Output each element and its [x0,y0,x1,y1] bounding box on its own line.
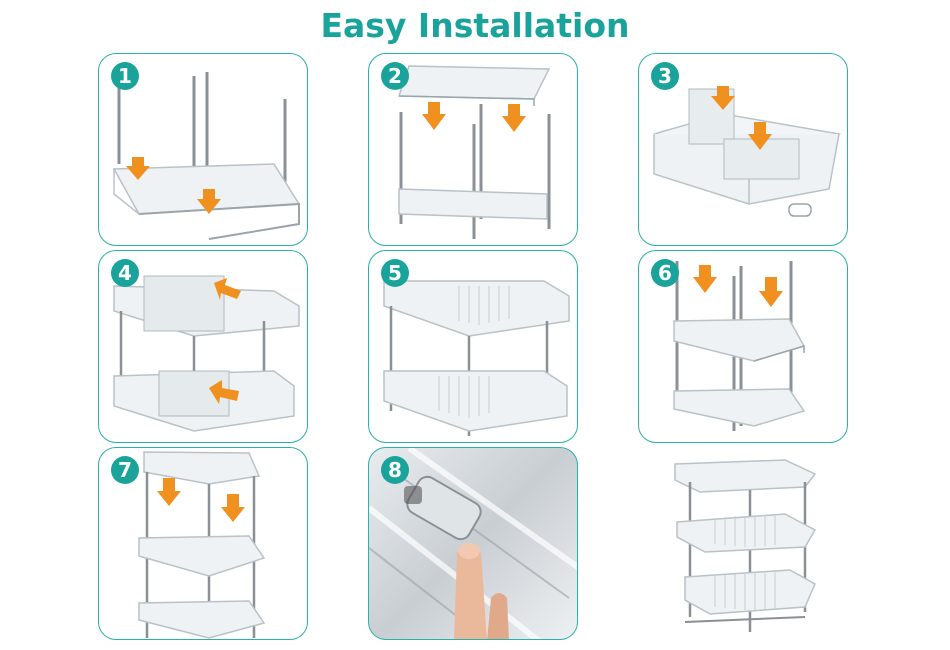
step-5-badge: 5 [381,259,409,287]
down-arrow-icon [126,157,150,180]
step-4-badge: 4 [111,259,139,287]
step-7-badge: 7 [111,456,139,484]
step-1-panel: 1 [98,53,308,246]
step-2-panel: 2 [368,53,578,246]
step-7-illustration [138,451,266,639]
down-arrow-icon [197,189,221,214]
step-6-badge: 6 [651,259,679,287]
step-2-badge: 2 [381,62,409,90]
pressing-finger-icon [454,543,509,639]
step-5-panel: 5 [368,250,578,443]
step-8-illustration [369,448,577,639]
assembled-organizer-illustration [674,459,817,632]
step-2-illustration [397,65,551,239]
step-6-panel: 6 [638,250,848,443]
step-3-badge: 3 [651,62,679,90]
step-5-illustration [383,280,570,436]
down-arrow-icon [693,265,717,293]
down-arrow-icon [422,102,446,130]
step-3-panel: 3 [638,53,848,246]
step-1-badge: 1 [111,62,139,90]
page-title: Easy Installation [320,6,630,45]
step-1-illustration [112,64,301,240]
left-arrow-icon [214,278,241,300]
step-7-panel: 7 [98,447,308,640]
assembled-organizer-image [655,452,825,642]
down-arrow-icon [157,478,181,506]
step-4-illustration [113,275,300,432]
step-3-illustration [653,86,842,217]
step-8-badge: 8 [381,456,409,484]
down-arrow-icon [748,122,772,150]
down-arrow-icon [221,494,245,522]
step-8-panel: 8 [368,447,578,640]
step-4-panel: 4 [98,250,308,443]
down-arrow-icon [502,104,526,132]
left-arrow-icon [209,380,239,404]
down-arrow-icon [759,277,783,307]
down-arrow-icon [711,86,735,110]
step-6-illustration [673,261,806,431]
